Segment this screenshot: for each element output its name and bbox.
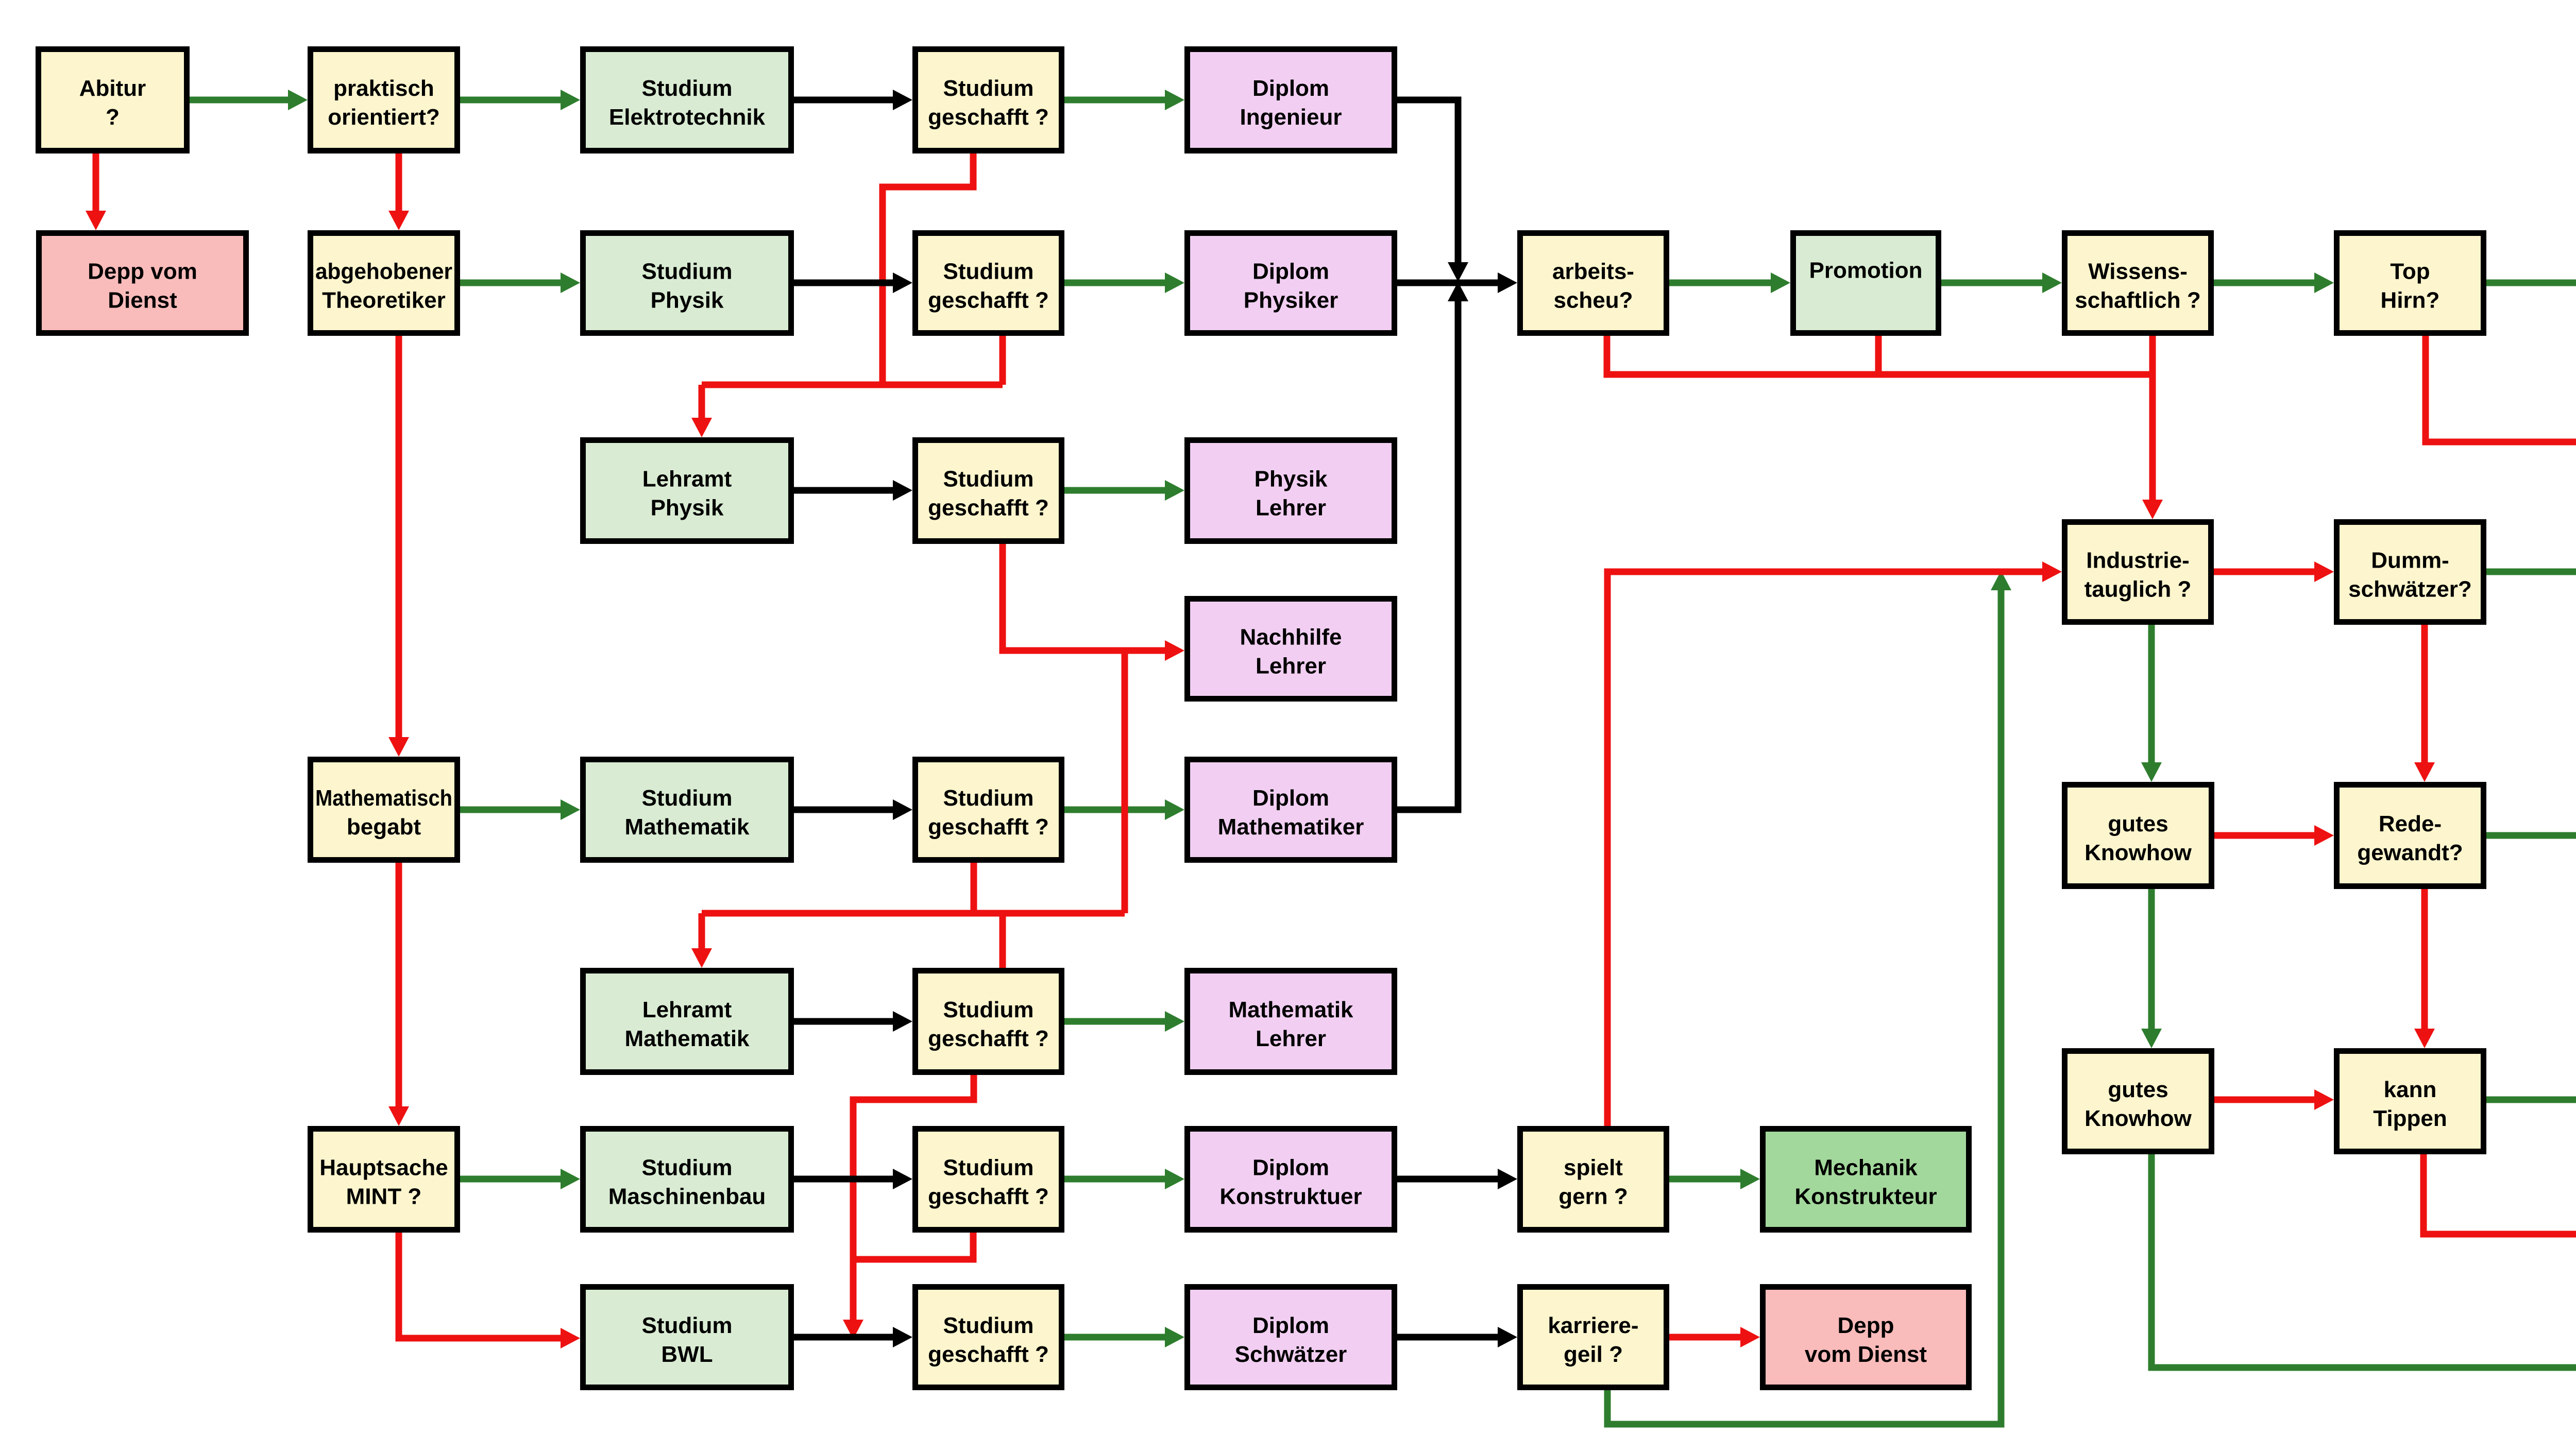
svg-text:gewandt?: gewandt? [2357,840,2463,865]
svg-text:Mathematiker: Mathematiker [1218,814,1364,840]
svg-text:geschafft ?: geschafft ? [928,1026,1049,1051]
svg-text:?: ? [106,105,120,130]
svg-text:Lehramt: Lehramt [642,467,732,492]
svg-text:schwätzer?: schwätzer? [2348,577,2472,602]
svg-text:Dienst: Dienst [108,288,177,313]
svg-text:geschafft ?: geschafft ? [928,1342,1049,1367]
svg-text:geschafft ?: geschafft ? [928,105,1049,130]
svg-text:gern ?: gern ? [1558,1184,1628,1209]
svg-text:Studium: Studium [642,259,733,284]
svg-text:Mathematik: Mathematik [1228,997,1353,1022]
svg-text:Studium: Studium [943,259,1034,284]
svg-text:geschafft ?: geschafft ? [928,496,1049,521]
svg-text:Ingenieur: Ingenieur [1240,105,1342,130]
svg-text:Studium: Studium [943,467,1034,492]
svg-text:Diplom: Diplom [1252,259,1329,284]
svg-text:Physik: Physik [651,288,724,313]
svg-text:Studium: Studium [943,785,1034,811]
svg-text:begabt: begabt [347,814,421,840]
svg-text:gutes: gutes [2108,1077,2168,1102]
svg-text:Physik: Physik [651,496,724,521]
svg-text:Elektrotechnik: Elektrotechnik [609,105,766,130]
svg-text:praktisch: praktisch [333,76,434,101]
svg-text:vom Dienst: vom Dienst [1805,1342,1927,1367]
svg-text:Studium: Studium [943,1155,1034,1181]
svg-text:Mathematisch: Mathematisch [315,785,452,811]
svg-text:tauglich ?: tauglich ? [2084,577,2192,602]
svg-text:Mathematik: Mathematik [624,1026,750,1051]
svg-text:Depp vom: Depp vom [88,259,197,284]
svg-text:Depp: Depp [1838,1313,1894,1338]
svg-text:Promotion: Promotion [1809,258,1923,283]
svg-text:orientiert?: orientiert? [328,105,440,130]
svg-text:Studium: Studium [642,785,733,811]
svg-text:abgehobener: abgehobener [315,259,452,284]
svg-text:Diplom: Diplom [1252,1155,1329,1181]
svg-text:Schwätzer: Schwätzer [1235,1342,1347,1367]
svg-text:schaftlich ?: schaftlich ? [2075,288,2201,313]
svg-text:Maschinenbau: Maschinenbau [608,1184,766,1209]
svg-text:Lehrer: Lehrer [1256,496,1326,521]
svg-text:Mechanik: Mechanik [1814,1155,1918,1181]
svg-text:Industrie-: Industrie- [2086,548,2189,573]
svg-text:Physik: Physik [1255,467,1328,492]
svg-text:Theoretiker: Theoretiker [322,288,446,313]
svg-text:Hirn?: Hirn? [2381,288,2440,313]
svg-text:kann: kann [2384,1077,2437,1102]
svg-text:Abitur: Abitur [79,76,146,101]
svg-text:Diplom: Diplom [1252,785,1329,811]
svg-text:karriere-: karriere- [1548,1313,1638,1338]
svg-text:Lehrer: Lehrer [1256,1026,1326,1051]
svg-text:Studium: Studium [943,1313,1034,1338]
svg-text:Physiker: Physiker [1244,288,1338,313]
svg-text:Knowhow: Knowhow [2084,840,2192,865]
svg-text:Tippen: Tippen [2373,1106,2447,1131]
svg-text:geil ?: geil ? [1564,1342,1623,1367]
svg-text:BWL: BWL [661,1342,713,1367]
svg-text:Diplom: Diplom [1252,1313,1329,1338]
svg-text:Rede-: Rede- [2379,811,2442,836]
svg-text:Lehrer: Lehrer [1256,654,1326,679]
svg-text:Studium: Studium [943,76,1034,101]
svg-text:Studium: Studium [642,1313,733,1338]
svg-text:gutes: gutes [2108,811,2168,836]
svg-text:Knowhow: Knowhow [2084,1106,2192,1131]
svg-text:geschafft ?: geschafft ? [928,814,1049,840]
svg-text:Konstruktuer: Konstruktuer [1219,1184,1362,1209]
svg-text:Nachhilfe: Nachhilfe [1240,625,1342,650]
svg-text:Top: Top [2390,259,2430,284]
svg-text:spielt: spielt [1564,1155,1623,1181]
svg-text:arbeits-: arbeits- [1552,259,1634,284]
svg-text:Diplom: Diplom [1252,76,1329,101]
svg-text:Dumm-: Dumm- [2371,548,2449,573]
svg-text:Studium: Studium [642,76,733,101]
svg-text:Studium: Studium [943,997,1034,1022]
svg-text:Mathematik: Mathematik [624,814,750,840]
svg-text:geschafft ?: geschafft ? [928,288,1049,313]
svg-text:MINT ?: MINT ? [346,1184,422,1209]
svg-text:geschafft ?: geschafft ? [928,1184,1049,1209]
svg-text:Lehramt: Lehramt [642,997,732,1022]
svg-text:Hauptsache: Hauptsache [319,1155,448,1181]
svg-text:Studium: Studium [642,1155,733,1181]
svg-text:Wissens-: Wissens- [2088,259,2188,284]
svg-text:Konstrukteur: Konstrukteur [1794,1184,1937,1209]
svg-text:scheu?: scheu? [1553,288,1633,313]
